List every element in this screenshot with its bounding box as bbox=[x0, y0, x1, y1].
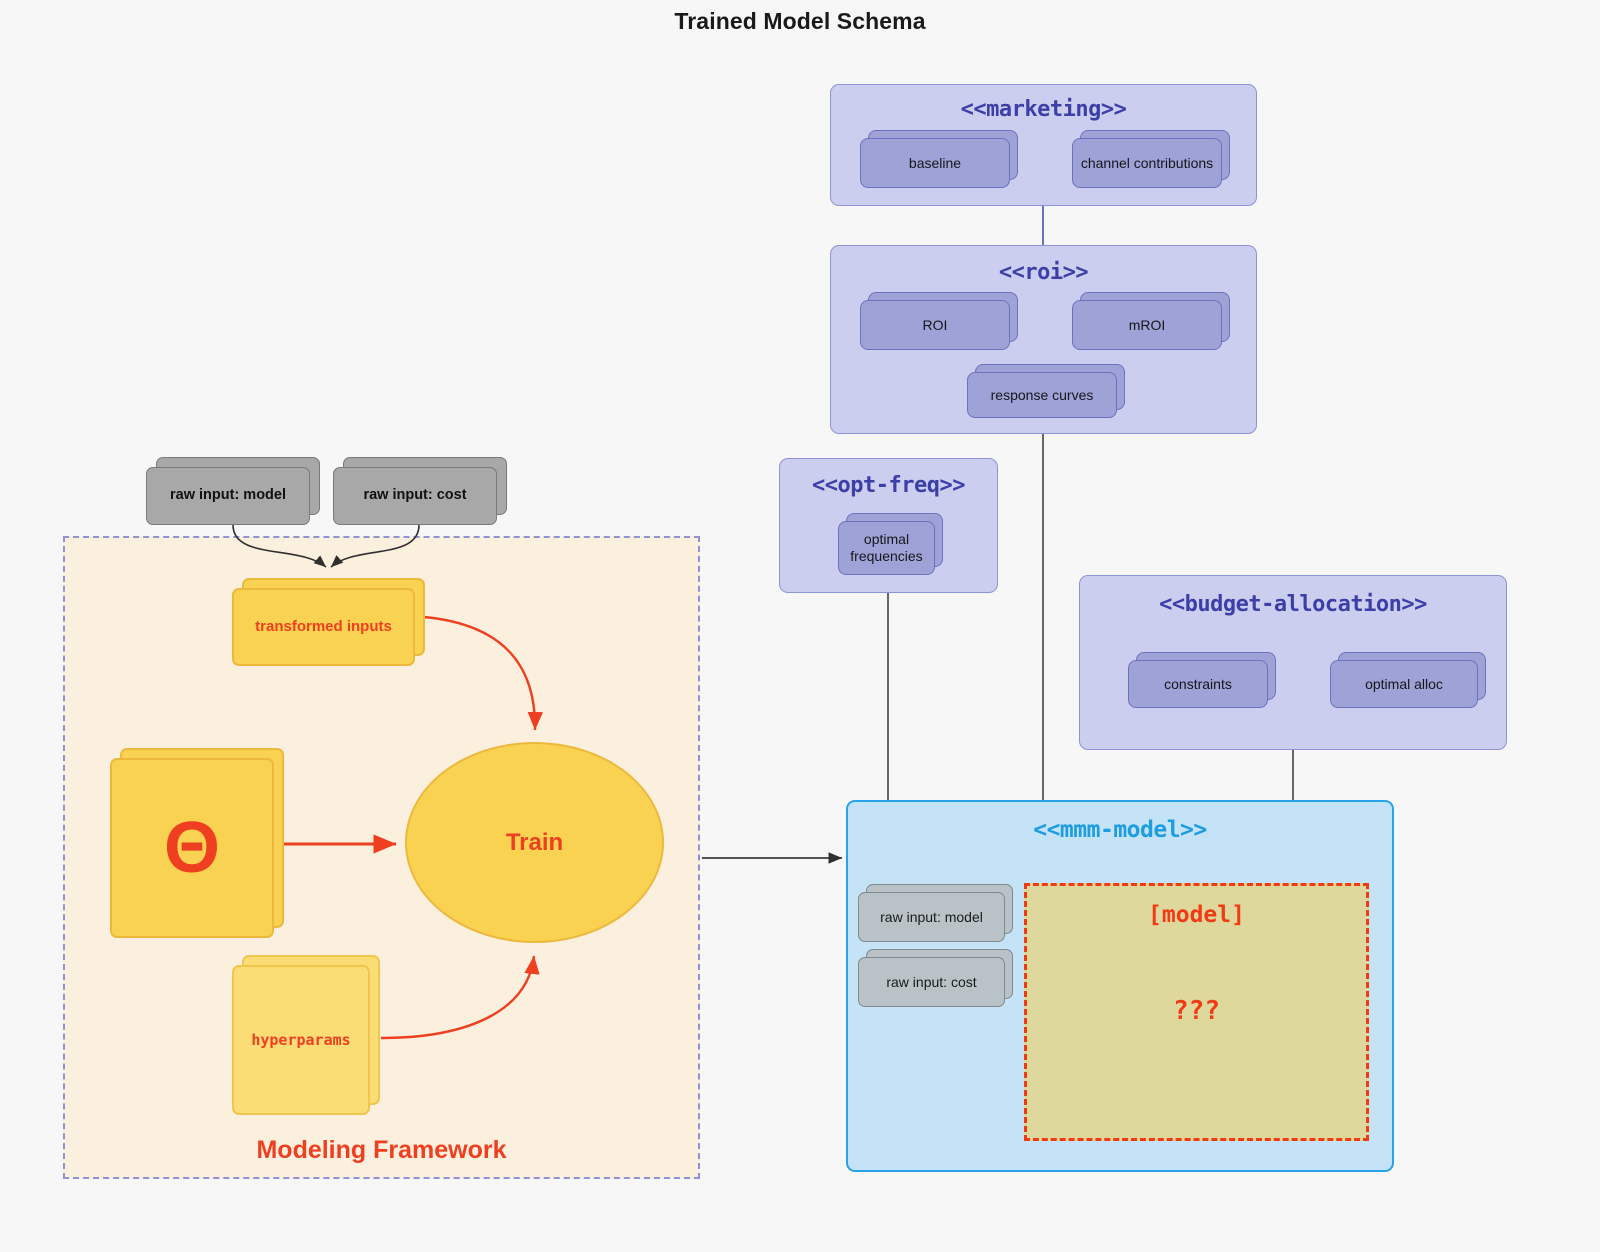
package-title-roi: <<roi>> bbox=[998, 260, 1089, 285]
node-label: Train bbox=[505, 828, 564, 856]
node-transformed-inputs[interactable]: transformed inputs bbox=[232, 578, 425, 666]
node-mmm-raw-input-cost[interactable]: raw input: cost bbox=[858, 949, 1013, 1007]
node-label-wrapper: mROI bbox=[1072, 300, 1222, 350]
node-label: baseline bbox=[908, 154, 962, 171]
node-label-wrapper: optimal alloc bbox=[1330, 660, 1478, 708]
node-label-line2: frequencies bbox=[850, 548, 923, 564]
node-theta[interactable]: Θ bbox=[110, 748, 284, 938]
node-label-wrapper: constraints bbox=[1128, 660, 1268, 708]
node-optimal-frequencies[interactable]: optimal frequencies bbox=[838, 513, 943, 575]
node-label-wrapper: ROI bbox=[860, 300, 1010, 350]
node-label-wrapper: optimal frequencies bbox=[838, 521, 935, 575]
node-mroi[interactable]: mROI bbox=[1072, 292, 1230, 350]
node-label-wrapper: baseline bbox=[860, 138, 1010, 188]
modeling-framework-label: Modeling Framework bbox=[256, 1136, 507, 1164]
node-channel-contributions[interactable]: channel contributions bbox=[1072, 130, 1230, 188]
node-label: raw input: model bbox=[170, 487, 286, 504]
node-raw-input-model[interactable]: raw input: model bbox=[146, 457, 320, 525]
node-label: ROI bbox=[922, 316, 948, 333]
node-label-wrapper: response curves bbox=[967, 372, 1117, 418]
node-roi[interactable]: ROI bbox=[860, 292, 1018, 350]
package-title-marketing: <<marketing>> bbox=[960, 97, 1127, 122]
node-mmm-raw-input-model[interactable]: raw input: model bbox=[858, 884, 1013, 942]
node-label-wrapper: hyperparams bbox=[232, 965, 370, 1115]
node-label: raw input: cost bbox=[886, 973, 977, 990]
node-label: raw input: model bbox=[880, 908, 983, 925]
node-train[interactable]: Train bbox=[405, 742, 664, 943]
node-label: optimal alloc bbox=[1365, 675, 1443, 692]
node-label: mROI bbox=[1128, 316, 1166, 333]
node-label-wrapper: raw input: model bbox=[146, 467, 310, 525]
node-label-wrapper: Θ bbox=[110, 758, 274, 938]
node-label-wrapper: transformed inputs bbox=[232, 588, 415, 666]
node-label-wrapper: raw input: cost bbox=[858, 957, 1005, 1007]
node-label: response curves bbox=[990, 386, 1094, 403]
node-label-wrapper: raw input: cost bbox=[333, 467, 497, 525]
node-label: transformed inputs bbox=[255, 618, 392, 635]
node-label-wrapper: channel contributions bbox=[1072, 138, 1222, 188]
model-placeholder-box[interactable]: [model] ??? bbox=[1024, 883, 1369, 1141]
node-label: constraints bbox=[1164, 675, 1232, 692]
node-optimal-alloc[interactable]: optimal alloc bbox=[1330, 652, 1486, 708]
node-hyperparams[interactable]: hyperparams bbox=[232, 955, 380, 1115]
theta-symbol-icon: Θ bbox=[163, 808, 220, 888]
node-label-wrapper: raw input: model bbox=[858, 892, 1005, 942]
node-label: hyperparams bbox=[251, 1031, 351, 1049]
node-label: channel contributions bbox=[1080, 154, 1214, 171]
page-title: Trained Model Schema bbox=[674, 8, 926, 34]
package-title-opt-freq: <<opt-freq>> bbox=[812, 473, 965, 498]
package-title-mmm-model: <<mmm-model>> bbox=[1033, 817, 1207, 843]
node-label-line1: optimal bbox=[863, 531, 910, 548]
node-constraints[interactable]: constraints bbox=[1128, 652, 1276, 708]
model-placeholder-label: [model] bbox=[1148, 902, 1245, 928]
model-unknown-label: ??? bbox=[1173, 996, 1220, 1026]
node-label: raw input: cost bbox=[363, 487, 467, 504]
node-response-curves[interactable]: response curves bbox=[967, 364, 1125, 418]
node-raw-input-cost[interactable]: raw input: cost bbox=[333, 457, 507, 525]
node-baseline[interactable]: baseline bbox=[860, 130, 1018, 188]
package-title-budget-allocation: <<budget-allocation>> bbox=[1159, 592, 1427, 617]
